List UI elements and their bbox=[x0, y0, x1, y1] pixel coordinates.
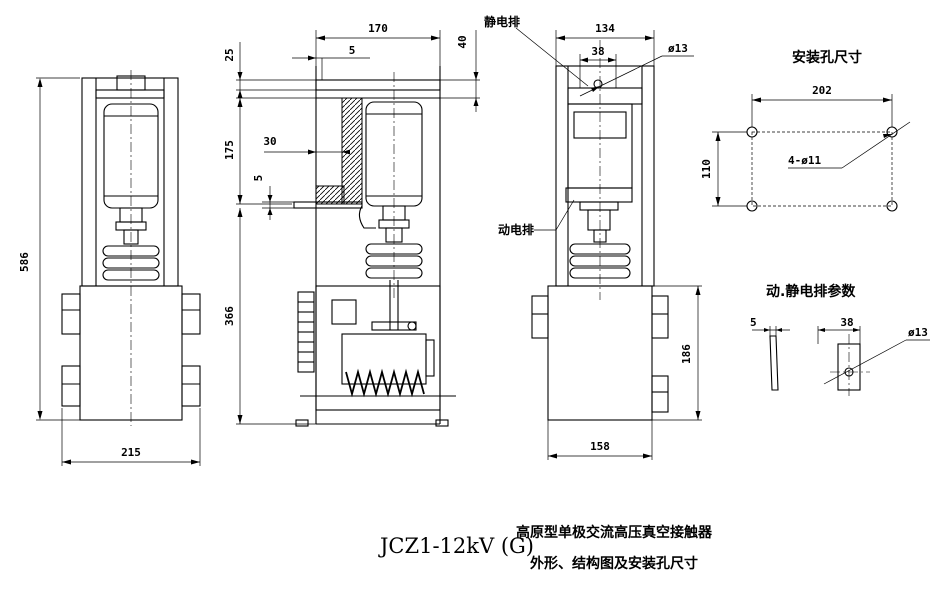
dim-side-width: 170 bbox=[368, 22, 388, 35]
mount-hole-br bbox=[886, 200, 898, 212]
mounting-outline bbox=[751, 131, 893, 207]
rear-insulator bbox=[569, 243, 631, 279]
dim-rear-height: 186 bbox=[680, 344, 693, 364]
dim-side-offset: 5 bbox=[349, 44, 356, 57]
dim-side-30: 30 bbox=[263, 135, 276, 148]
dim-top-gap: 25 bbox=[223, 48, 236, 61]
dim-rear-hole: ø13 bbox=[668, 42, 688, 55]
rear-static-bar bbox=[567, 87, 643, 105]
dim-rear-width: 134 bbox=[595, 22, 615, 35]
dim-front-height: 586 bbox=[18, 252, 31, 272]
rear-view bbox=[515, 27, 702, 460]
dim-mount-width: 202 bbox=[812, 84, 832, 97]
label-bar-params-title: 动.静电排参数 bbox=[766, 283, 856, 300]
dim-front-width: 215 bbox=[121, 446, 141, 459]
label-static-bar: 静电排 bbox=[484, 14, 520, 29]
side-mechanism-housing bbox=[315, 285, 441, 411]
bar-side-profile bbox=[769, 335, 779, 391]
dim-rear-38: 38 bbox=[591, 45, 604, 58]
dim-upper-height: 175 bbox=[223, 140, 236, 160]
dim-mount-height: 110 bbox=[700, 159, 713, 179]
dim-bar-thickness: 5 bbox=[750, 316, 757, 329]
title-block: JCZ1-12kV (G) 高原型单极交流高压真空接触器 外形、结构图及安装孔尺… bbox=[378, 524, 713, 572]
label-moving-bar: 动电排 bbox=[498, 222, 534, 237]
label-mounting-title: 安装孔尺寸 bbox=[792, 49, 862, 66]
bar-parameters bbox=[752, 326, 930, 396]
annotation-labels: 静电排 动电排 安装孔尺寸 动.静电排参数 bbox=[484, 14, 862, 300]
side-top-static-bar bbox=[315, 79, 441, 91]
title-line-2: 外形、结构图及安装孔尺寸 bbox=[530, 555, 698, 572]
front-view bbox=[36, 70, 201, 466]
side-insulating-board bbox=[341, 97, 363, 205]
side-view bbox=[236, 30, 480, 427]
dim-side-5: 5 bbox=[252, 175, 265, 182]
dim-mount-holes: 4-ø11 bbox=[788, 154, 821, 167]
dim-top-right: 40 bbox=[456, 35, 469, 48]
front-base bbox=[79, 285, 183, 421]
mounting-hole-pattern bbox=[712, 94, 911, 212]
rear-base bbox=[547, 285, 653, 421]
dim-lower-height: 366 bbox=[223, 306, 236, 326]
model-number: JCZ1-12kV (G) bbox=[378, 534, 534, 558]
dim-bar-hole: ø13 bbox=[908, 326, 928, 339]
title-line-1: 高原型单极交流高压真空接触器 bbox=[516, 524, 713, 541]
rear-moving-bar bbox=[565, 187, 633, 203]
dimension-texts: 586 215 170 5 25 40 175 30 5 366 134 38 … bbox=[18, 22, 928, 459]
dim-bar-38: 38 bbox=[840, 316, 853, 329]
dim-rear-base: 158 bbox=[590, 440, 610, 453]
